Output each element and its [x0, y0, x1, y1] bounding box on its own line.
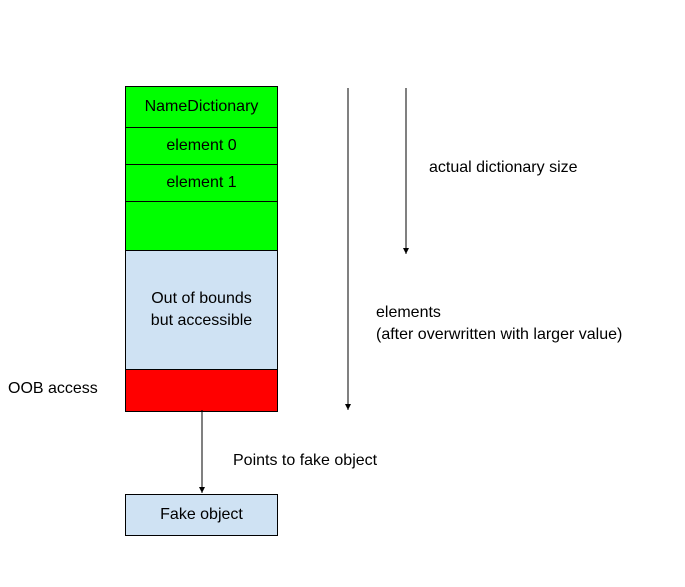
memory-layout-stack: NameDictionary element 0 element 1 Out o…: [125, 86, 278, 412]
name-dictionary-cell: NameDictionary: [126, 87, 277, 128]
out-of-bounds-label-line2: but accessible: [150, 312, 253, 329]
points-to-fake-object-label: Points to fake object: [233, 452, 378, 469]
actual-dictionary-size-label: actual dictionary size: [429, 159, 578, 176]
fake-object-box: Fake object: [125, 494, 278, 536]
out-of-bounds-label-line1: Out of bounds: [151, 290, 252, 307]
elements-label-line1: elements: [376, 304, 441, 321]
element-1-cell: element 1: [126, 165, 277, 202]
empty-dictionary-cell: [126, 202, 277, 251]
elements-label-line2: (after overwritten with larger value): [376, 326, 623, 343]
actual-size-arrow-head: [403, 248, 409, 254]
element-0-cell: element 0: [126, 128, 277, 165]
elements-arrow-head: [345, 404, 351, 410]
oob-access-label: OOB access: [8, 380, 98, 397]
elements-label: elements (after overwritten with larger …: [376, 302, 622, 346]
out-of-bounds-cell: Out of bounds but accessible: [126, 251, 277, 370]
pointer-arrow-head: [199, 487, 205, 493]
oob-access-cell: [126, 370, 277, 411]
